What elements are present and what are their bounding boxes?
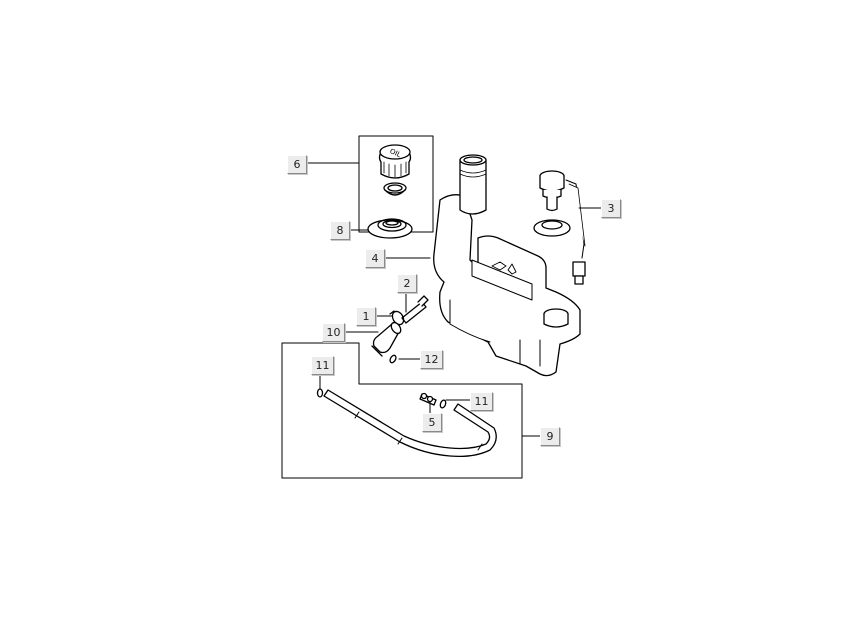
clamp-1 — [389, 310, 405, 326]
cap-seal — [383, 182, 407, 196]
hose-9 — [323, 389, 497, 458]
clip-11a — [316, 388, 324, 398]
callout-3[interactable]: 3 — [601, 199, 621, 218]
callout-1[interactable]: 1 — [356, 307, 376, 326]
callout-12[interactable]: 12 — [420, 350, 443, 369]
elbow-10 — [371, 321, 402, 357]
grommet-8 — [367, 218, 413, 239]
callout-2[interactable]: 2 — [397, 274, 417, 293]
level-sensor-3 — [533, 170, 586, 285]
clip-12 — [389, 354, 397, 364]
callout-9[interactable]: 9 — [540, 427, 560, 446]
callout-4[interactable]: 4 — [365, 249, 385, 268]
connector-5 — [419, 392, 437, 406]
fitting-2 — [401, 295, 429, 324]
oil-cap: OIL — [378, 144, 412, 179]
callout-10[interactable]: 10 — [322, 323, 345, 342]
oil-tank-4 — [433, 154, 581, 377]
callout-11b[interactable]: 11 — [470, 392, 493, 411]
clip-11b — [439, 399, 447, 409]
callout-8[interactable]: 8 — [330, 221, 350, 240]
callout-5[interactable]: 5 — [422, 413, 442, 432]
group-box-9 — [281, 342, 523, 479]
callout-11a[interactable]: 11 — [311, 356, 334, 375]
callout-6[interactable]: 6 — [287, 155, 307, 174]
